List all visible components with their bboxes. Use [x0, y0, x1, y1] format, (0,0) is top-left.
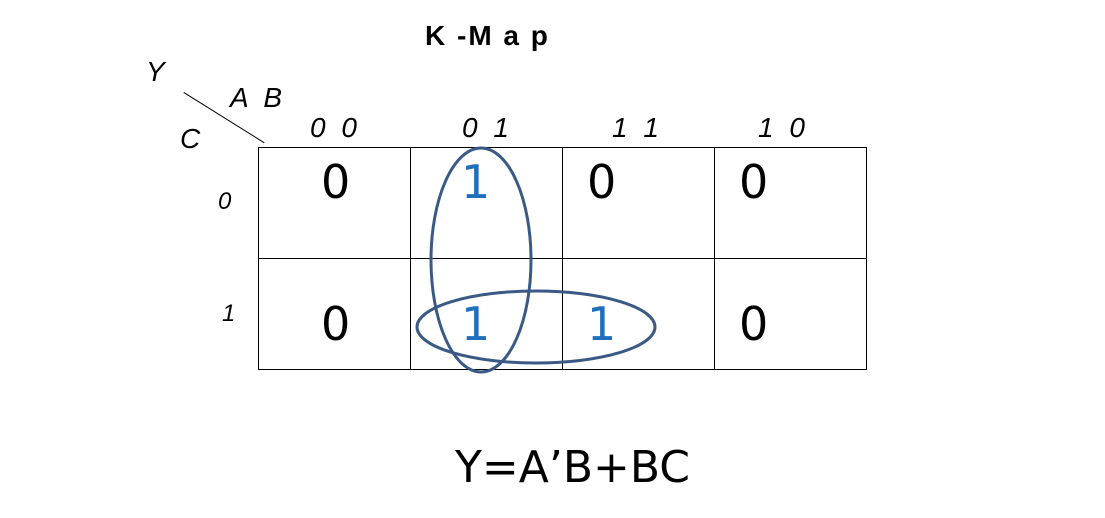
row-header-1: 1 [222, 300, 240, 327]
horizontal-loop-row-1 [415, 289, 657, 365]
boolean-equation: Y=A’B+BC [455, 442, 691, 493]
kmap-title: K -M a p [425, 20, 550, 51]
row-variable-label: C [180, 123, 205, 154]
cell-value: 1 [461, 297, 491, 351]
column-header-10: 1 0 [758, 112, 809, 143]
kmap-row-1: 0 1 1 0 [258, 258, 867, 370]
vertical-loop-col-01 [429, 146, 533, 374]
cell-value: 0 [739, 155, 769, 209]
cell-value: 1 [587, 297, 617, 351]
column-variable-label: A B [230, 82, 287, 113]
cell-value: 0 [739, 297, 769, 351]
row-header-0: 0 [218, 188, 236, 215]
column-header-01: 0 1 [462, 112, 513, 143]
output-variable-label: Y [146, 56, 169, 87]
kmap-cell-r0-c10: 0 [714, 147, 867, 259]
kmap-cell-r0-c00: 0 [258, 147, 411, 259]
column-header-00: 0 0 [310, 112, 361, 143]
column-header-11: 1 1 [612, 112, 663, 143]
kmap-cell-r1-c10: 0 [714, 258, 867, 370]
cell-value: 0 [587, 155, 617, 209]
cell-value: 0 [321, 297, 351, 351]
kmap-cell-r1-c11: 1 [562, 258, 715, 370]
cell-value: 0 [321, 155, 351, 209]
cell-value: 1 [461, 155, 491, 209]
